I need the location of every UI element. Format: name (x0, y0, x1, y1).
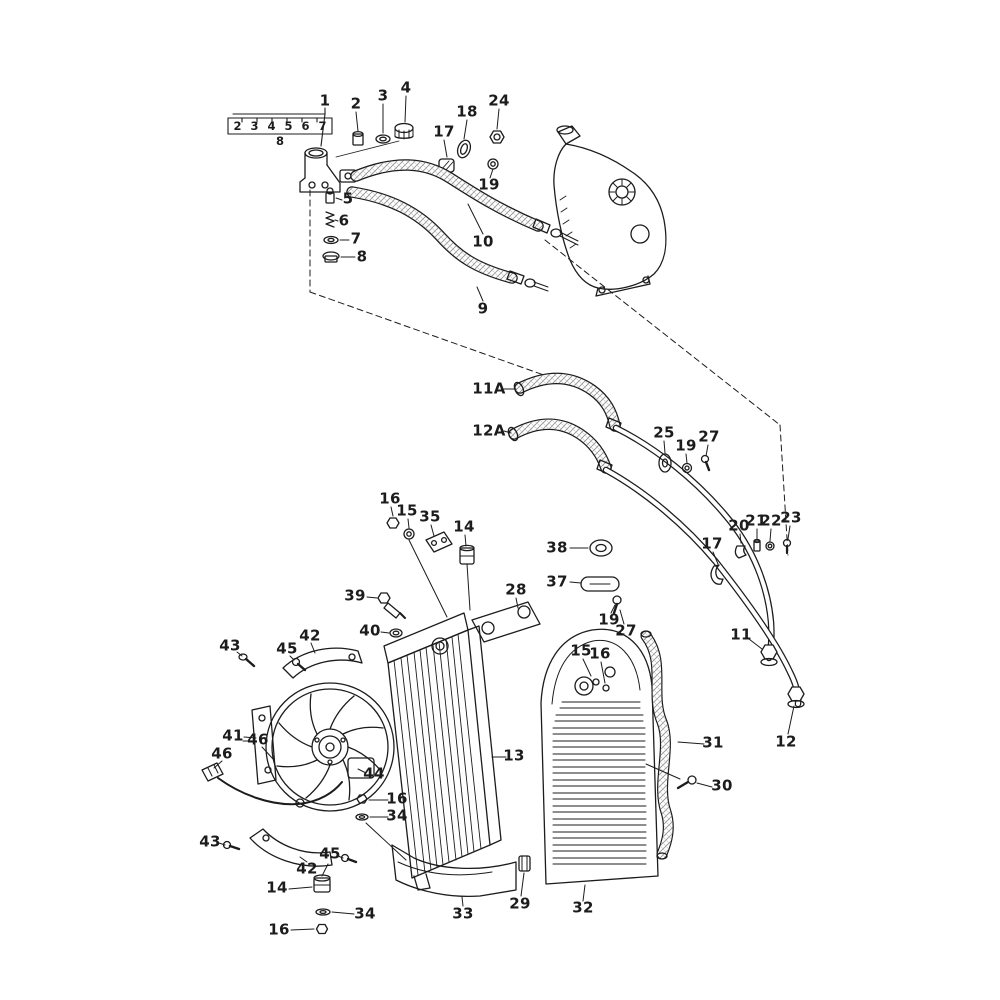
part-callout-24: 24 (488, 91, 510, 110)
part-callout-41: 41 (222, 726, 244, 745)
top-fasteners-drawing (438, 130, 505, 173)
part-callout-28: 28 (505, 580, 527, 599)
part-callout-45: 45 (276, 639, 298, 658)
part-callout-15: 15 (396, 501, 418, 520)
part-callout-35: 35 (419, 507, 441, 526)
part-callout-17: 17 (701, 534, 723, 553)
part-callout-1: 1 (319, 91, 331, 110)
part-callout-9: 9 (477, 299, 489, 318)
part-callout-11A: 11A (472, 379, 506, 398)
part-callout-12A: 12A (472, 421, 506, 440)
part-callout-27: 27 (615, 621, 637, 640)
part-callout-3: 3 (377, 86, 389, 105)
oil-tank-drawing (553, 125, 667, 297)
part-callout-7: 7 (350, 229, 362, 248)
part-callout-23: 23 (780, 508, 802, 527)
part-callout-4: 4 (400, 78, 412, 97)
part-callout-12: 12 (775, 732, 797, 751)
part-callout-16: 16 (268, 920, 290, 939)
part-callout-34: 34 (386, 806, 408, 825)
part-callout-16: 16 (589, 644, 611, 663)
part-callout-10: 10 (472, 232, 494, 251)
part-callout-37: 37 (546, 572, 568, 591)
valve-spring-stack-drawing (322, 187, 340, 263)
part-callout-43: 43 (199, 832, 221, 851)
part-callout-46: 46 (247, 730, 269, 749)
cooler-mount-parts-drawing (377, 517, 475, 638)
legend-text: 2 3 4 5 6 7 8 (233, 119, 327, 148)
part-callout-31: 31 (702, 733, 724, 752)
part-callout-16: 16 (379, 489, 401, 508)
oil-cooler-drawing (355, 601, 541, 891)
thermostat-housing-drawing (299, 122, 414, 193)
legend-bracket (227, 107, 333, 147)
part-callout-14: 14 (266, 878, 288, 897)
grille-drawing (518, 628, 659, 885)
part-callout-46: 46 (211, 744, 233, 763)
oil-pipes-drawing (602, 424, 805, 709)
part-callout-5: 5 (342, 189, 354, 208)
part-callout-32: 32 (572, 898, 594, 917)
part-callout-38: 38 (546, 538, 568, 557)
part-callout-19: 19 (478, 175, 500, 194)
part-callout-44: 44 (363, 764, 385, 783)
part-callout-45: 45 (319, 844, 341, 863)
part-callout-42: 42 (296, 859, 318, 878)
part-callout-30: 30 (711, 776, 733, 795)
drain-hose-drawing (640, 630, 697, 860)
part-callout-34: 34 (354, 904, 376, 923)
part-callout-27: 27 (698, 427, 720, 446)
part-callout-2: 2 (350, 94, 362, 113)
part-callout-20: 20 (728, 516, 750, 535)
oil-hoses-mid-drawing (507, 372, 622, 475)
oil-hoses-upper-drawing (346, 159, 579, 292)
part-callout-29: 29 (509, 894, 531, 913)
part-callout-6: 6 (338, 211, 350, 230)
part-callout-42: 42 (299, 626, 321, 645)
part-callout-19: 19 (675, 436, 697, 455)
lower-duct-drawing (391, 844, 517, 898)
part-callout-43: 43 (219, 636, 241, 655)
part-callout-11: 11 (730, 625, 752, 644)
part-callout-8: 8 (356, 247, 368, 266)
part-callout-16: 16 (386, 789, 408, 808)
part-callout-18: 18 (456, 102, 478, 121)
legend-box: 2 3 4 5 6 7 8 (229, 119, 331, 148)
part-callout-25: 25 (653, 423, 675, 442)
part-callout-14: 14 (453, 517, 475, 536)
part-callout-22: 22 (760, 511, 782, 530)
part-callout-33: 33 (452, 904, 474, 923)
part-callout-15: 15 (570, 641, 592, 660)
fan-assembly-drawing (201, 647, 395, 935)
part-callout-19: 19 (598, 610, 620, 629)
part-callout-17: 17 (433, 122, 455, 141)
hose-clamps-drawing (580, 539, 622, 615)
part-callout-39: 39 (344, 586, 366, 605)
part-callout-21: 21 (745, 511, 767, 530)
leader-lines (213, 95, 795, 931)
part-callout-13: 13 (503, 746, 525, 765)
part-callout-40: 40 (359, 621, 381, 640)
